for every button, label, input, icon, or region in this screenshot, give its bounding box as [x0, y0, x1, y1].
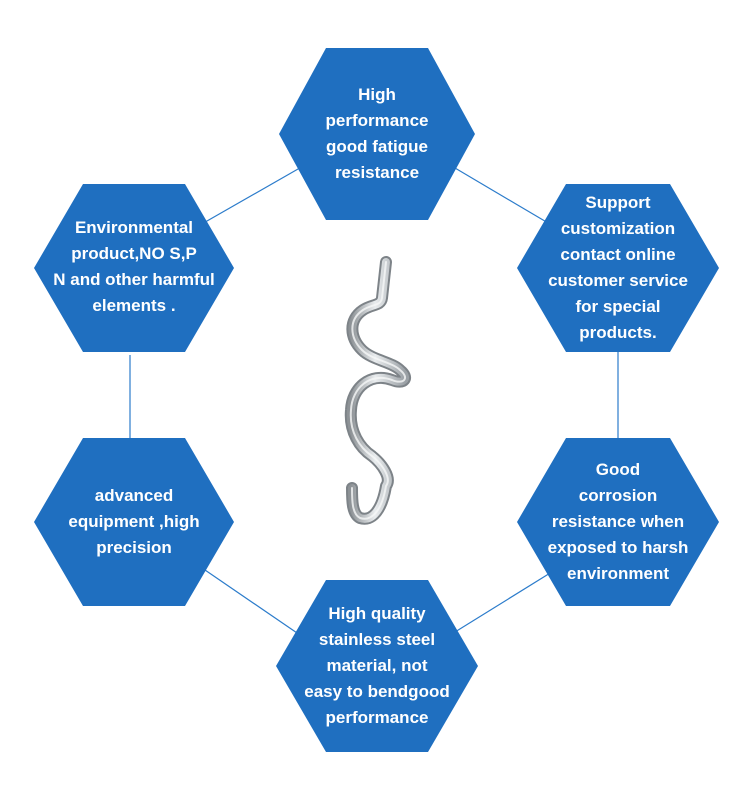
feature-text-line: stainless steel — [318, 630, 436, 649]
feature-text-line: resistance — [334, 163, 420, 182]
hexagon-upper-left — [34, 184, 234, 352]
feature-lower-left: advanced equipment ,high precision — [38, 470, 230, 574]
feature-text-line: material, not — [326, 656, 428, 675]
hexagon-lower-right — [517, 438, 719, 606]
connector-bottom-lowerleft — [204, 569, 301, 636]
hexagon-top — [279, 48, 475, 220]
hexagon-lower-left — [34, 438, 234, 606]
hexagons — [34, 48, 719, 752]
feature-text-line: products. — [579, 323, 657, 342]
feature-upper-left: Environmental product,NO S,P N and other h… — [38, 204, 230, 330]
feature-upper-right: Support customization contact online custom… — [520, 188, 716, 348]
feature-text-line: High quality — [328, 604, 426, 623]
feature-text-line: elements . — [92, 296, 176, 315]
connector-lines — [129, 164, 619, 636]
feature-text-line: Good — [595, 460, 641, 479]
feature-text-line: environment — [566, 564, 670, 583]
connector-upperleft-top — [199, 164, 306, 226]
feature-text-line: High — [358, 85, 396, 104]
feature-lower-right: Good corrosion resistance when exposed to h… — [520, 450, 716, 594]
feature-text-line: advanced — [94, 486, 174, 505]
feature-text-line: customer service — [548, 271, 688, 290]
feature-text-line: performance — [325, 708, 429, 727]
connector-lowerright-bottom — [454, 569, 556, 633]
hexagon-upper-right — [517, 184, 719, 352]
connector-top-upperright — [454, 167, 561, 231]
feature-text-line: corrosion — [578, 486, 658, 505]
feature-text-line: Support — [585, 193, 651, 212]
feature-text-line: product,NO S,P — [71, 244, 197, 263]
feature-text-line: exposed to harsh — [547, 538, 689, 557]
feature-bottom: High quality stainless steel material, not… — [282, 592, 472, 740]
hexagon-bottom — [276, 580, 478, 752]
feature-top: High performance good fatigue resistance — [300, 60, 454, 208]
feature-text-line: equipment ,high — [68, 512, 200, 531]
feature-text-line: contact online — [560, 245, 676, 264]
feature-text-line: N and other harmful — [53, 270, 215, 289]
feature-text-line: resistance when — [551, 512, 685, 531]
feature-text-line: precision — [96, 538, 172, 557]
feature-text-line: Environmental — [74, 218, 194, 237]
spiral-hook-icon — [344, 256, 411, 525]
feature-text-line: customization — [560, 219, 676, 238]
feature-text-line: for special — [575, 297, 661, 316]
feature-text-line: performance — [325, 111, 429, 130]
feature-text-line: good fatigue — [326, 137, 428, 156]
feature-text-line: easy to bendgood — [304, 682, 450, 701]
